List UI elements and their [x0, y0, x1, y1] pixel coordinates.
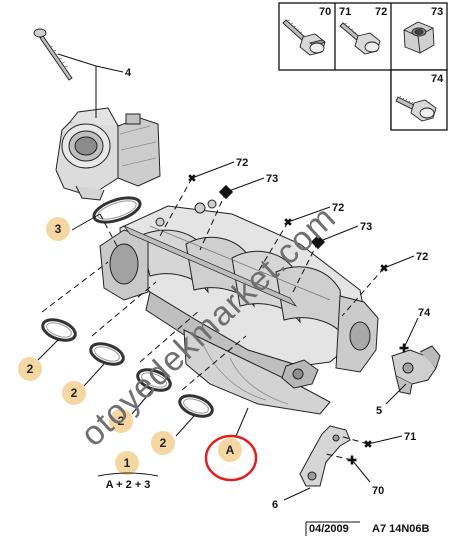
callout-4: 4: [125, 67, 132, 79]
svg-text:1: 1: [124, 456, 131, 470]
throttle-body-part: [55, 107, 161, 201]
callout-73b: 73: [360, 221, 372, 233]
footer-date: 04/2009: [309, 523, 349, 535]
callout-70: 70: [372, 485, 384, 497]
bubble-2c: 2: [109, 409, 133, 433]
marker-70-icon: [347, 455, 357, 465]
svg-text:2: 2: [160, 436, 167, 450]
marker-71-icon: [364, 440, 372, 448]
marker-74-icon: [399, 343, 409, 353]
callout-72c: 72: [416, 251, 428, 263]
bubble-1: 1: [115, 451, 139, 475]
sensor-5-part: [391, 345, 441, 395]
marker-72a-icon: [188, 174, 196, 182]
footer: 04/2009 A7 14N06B: [305, 521, 430, 536]
bolt-72-icon: [339, 22, 381, 55]
bubble-3: 3: [46, 217, 70, 241]
marker-72b-icon: [284, 218, 292, 226]
bracket-6-part: [299, 425, 351, 487]
fastener-legend: 70 71 72 73 74: [278, 2, 448, 131]
marker-73b-icon: [310, 234, 326, 250]
legend-label-72: 72: [375, 6, 387, 18]
fastener-markers: [188, 174, 409, 465]
footer-code: A7 14N06B: [372, 523, 430, 535]
legend-label-71: 71: [339, 6, 351, 18]
callout-74: 74: [418, 307, 431, 319]
bolt-70-icon: [282, 19, 326, 56]
svg-text:3: 3: [55, 222, 62, 236]
seal-rings-2-part: [41, 318, 214, 418]
callout-72a: 72: [236, 157, 248, 169]
svg-text:2: 2: [27, 362, 34, 376]
callout-73a: 73: [266, 173, 278, 185]
svg-text:A: A: [226, 443, 235, 457]
marker-72c-icon: [380, 264, 388, 272]
nut-73-icon: [403, 21, 435, 54]
long-bolt-part: [33, 28, 73, 81]
callout-labels: 4 72 73 72 73 72 74 5 71 70 6: [125, 67, 431, 511]
callout-71: 71: [404, 431, 416, 443]
callout-72b: 72: [332, 202, 344, 214]
kit-formula: A + 2 + 3: [97, 472, 159, 491]
leader-lines: [35, 53, 419, 501]
callout-5: 5: [376, 405, 382, 417]
legend-label-70: 70: [319, 6, 331, 18]
svg-text:2: 2: [118, 414, 125, 428]
bubble-2d: 2: [151, 431, 175, 455]
stud-74-icon: [395, 95, 437, 122]
legend-label-73: 73: [431, 6, 443, 18]
callout-6: 6: [272, 499, 278, 511]
legend-label-74: 74: [431, 73, 444, 85]
intake-manifold-part: [99, 199, 379, 415]
kit-formula-text: A + 2 + 3: [106, 479, 151, 491]
bubble-2b: 2: [62, 381, 86, 405]
svg-text:2: 2: [71, 386, 78, 400]
marker-73a-icon: [218, 184, 234, 200]
number-bubbles: 3 2 2 2 2 A 1: [18, 217, 258, 482]
bubble-A: A: [218, 438, 242, 462]
highlight-circle: [204, 434, 258, 482]
bubble-2a: 2: [18, 357, 42, 381]
